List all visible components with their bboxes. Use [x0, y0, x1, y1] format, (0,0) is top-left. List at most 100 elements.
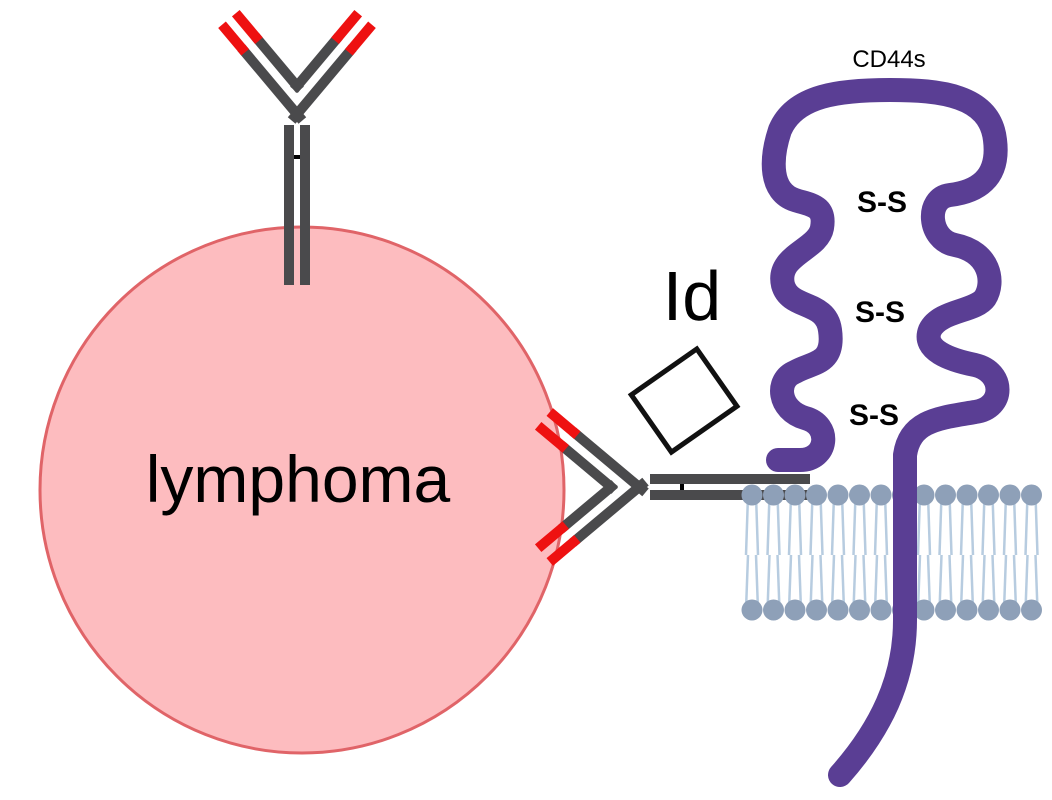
lipid-tail: [797, 494, 803, 556]
lipid-head: [806, 599, 827, 621]
lipid-tail: [819, 494, 824, 556]
lipid-head: [913, 599, 935, 621]
lipid-tail: [938, 554, 943, 611]
lipid-tail: [787, 494, 793, 556]
variable-region: [546, 535, 581, 566]
lipid-tail: [916, 554, 922, 611]
lipid-tail: [883, 494, 889, 556]
lipid-tail: [969, 494, 975, 556]
lipid-head: [956, 599, 978, 621]
lipid-tail: [873, 494, 879, 556]
lipid-tail: [883, 554, 889, 611]
lipid-tail: [948, 494, 953, 556]
fab-arm: [534, 477, 649, 566]
variable-region: [218, 21, 249, 56]
heavy-chain-arm: [287, 44, 357, 124]
lipid-tail: [873, 554, 879, 611]
lipid-head: [870, 599, 892, 621]
lipid-head: [784, 484, 806, 506]
lipid-tail: [991, 494, 996, 556]
lipid-tail: [754, 554, 760, 611]
lipid-tail: [840, 494, 846, 556]
lipid-head: [784, 599, 806, 621]
lipid-bilayer: [741, 484, 1042, 621]
lipid-head: [741, 484, 763, 506]
lipid-head: [763, 484, 784, 506]
lipid-head: [978, 484, 999, 506]
lipid-tail: [926, 494, 932, 556]
lipid-tail: [981, 494, 986, 556]
fab-arm: [534, 408, 649, 497]
idiotype-label: Id: [663, 257, 721, 335]
lipid-tail: [948, 554, 953, 611]
light-chain: [251, 32, 304, 93]
lipid-tail: [1034, 554, 1039, 611]
lipid-tail: [776, 494, 781, 556]
lipid-tail: [1024, 494, 1029, 556]
heavy-chain-arm: [569, 427, 649, 497]
lipid-tail: [1024, 554, 1029, 611]
lipid-tail: [959, 554, 965, 611]
lipid-tail: [1034, 494, 1039, 556]
variable-region: [534, 521, 569, 553]
lipid-tail: [766, 554, 771, 611]
variable-region: [546, 408, 581, 439]
lipid-tail: [744, 554, 750, 611]
lipid-tail: [776, 554, 781, 611]
lipid-tail: [787, 554, 793, 611]
disulfide-label-2: S-S: [855, 296, 905, 329]
lipid-tail: [1012, 554, 1018, 611]
lipid-head: [956, 484, 978, 506]
antibody-top: [218, 9, 376, 285]
lipid-head: [806, 484, 827, 506]
lipid-head: [999, 484, 1021, 506]
light-chain: [557, 441, 618, 494]
lipid-tail: [1012, 494, 1018, 556]
lipid-head: [935, 599, 956, 621]
disulfide-label-3: S-S: [849, 399, 899, 432]
disulfide-bond: [680, 484, 684, 490]
lipid-tail: [830, 554, 836, 611]
variable-region: [534, 421, 569, 453]
lipid-head: [935, 484, 956, 506]
lipid-tail: [840, 554, 846, 611]
lipid-tail: [819, 554, 824, 611]
lipid-tail: [797, 554, 803, 611]
variable-region: [231, 9, 263, 44]
lipid-head: [827, 599, 849, 621]
light-chain: [557, 480, 618, 533]
lipid-head: [978, 599, 999, 621]
lipid-head: [870, 484, 892, 506]
variable-region: [331, 9, 363, 44]
lymphoma-label: lymphoma: [146, 442, 451, 516]
heavy-chain-stem: [300, 125, 310, 285]
lipid-tail: [959, 494, 965, 556]
fab-arm: [218, 9, 307, 124]
lipid-tail: [938, 494, 943, 556]
lipid-tail: [1002, 494, 1008, 556]
lipid-tail: [981, 554, 986, 611]
heavy-chain-arm: [569, 477, 649, 547]
cd44s-label: CD44s: [852, 46, 925, 73]
variable-region: [345, 21, 376, 56]
lipid-tail: [809, 494, 814, 556]
lipid-head: [913, 484, 935, 506]
lipid-tail: [754, 494, 760, 556]
lipid-tail: [862, 554, 867, 611]
lipid-head: [1021, 599, 1042, 621]
lipid-tail: [969, 554, 975, 611]
lipid-tail: [991, 554, 996, 611]
lipid-tail: [916, 494, 922, 556]
heavy-chain-stem: [650, 474, 810, 484]
cd44s-protein: [761, 78, 1010, 787]
lipid-head: [741, 599, 763, 621]
heavy-chain-stem: [284, 125, 294, 285]
fab-arm: [287, 9, 376, 124]
heavy-chain-arm: [237, 44, 307, 124]
lipid-head: [849, 484, 870, 506]
lipid-tail: [744, 494, 750, 556]
lipid-tail: [809, 554, 814, 611]
disulfide-bond: [294, 155, 300, 159]
lipid-tail: [830, 494, 836, 556]
